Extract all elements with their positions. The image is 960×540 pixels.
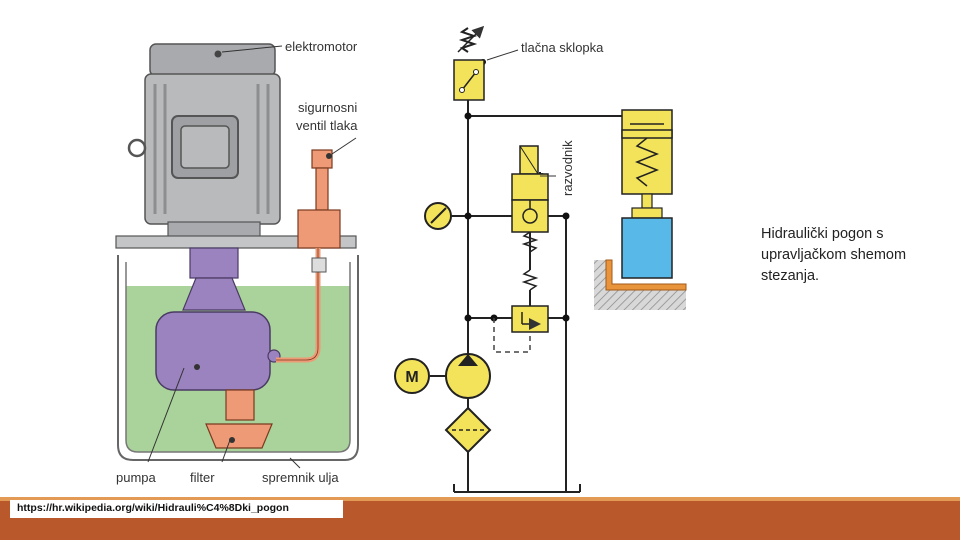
- relief-valve-symbol: [511, 269, 549, 333]
- footer-accent-line: [0, 497, 960, 501]
- pressure-switch: [453, 25, 519, 101]
- caption-line-1: Hidraulički pogon s: [761, 226, 884, 242]
- pressure-relief-valve: [276, 137, 357, 363]
- caption-line-2: upravljačkom shemom: [761, 247, 907, 263]
- filter: [205, 389, 273, 449]
- motor-m-glyph: M: [405, 369, 418, 386]
- label-pumpa: pumpa: [116, 470, 157, 485]
- label-ventil-tlaka: ventil tlaka: [296, 118, 358, 133]
- label-elektromotor: elektromotor: [285, 39, 358, 54]
- label-spremnik-ulja: spremnik ulja: [262, 470, 339, 485]
- clamping-cylinder: [621, 109, 673, 279]
- label-sigurnosni: sigurnosni: [298, 100, 357, 115]
- source-link[interactable]: https://hr.wikipedia.org/wiki/Hidrauli%C…: [17, 502, 289, 514]
- workpiece-base: [594, 259, 687, 310]
- pressure-gauge: [424, 202, 452, 230]
- caption: Hidraulički pogon s upravljačkom shemom …: [761, 224, 951, 287]
- electric-motor: [115, 43, 357, 249]
- motor-symbol: M: [394, 358, 430, 394]
- source-box: [10, 500, 343, 518]
- label-tlacna-sklopka: tlačna sklopka: [521, 40, 604, 55]
- caption-line-3: stezanja.: [761, 268, 820, 284]
- filter-symbol: [444, 406, 492, 454]
- directional-valve: [511, 145, 556, 253]
- label-razvodnik: razvodnik: [560, 140, 575, 196]
- pump: [155, 247, 281, 391]
- pump-symbol: [445, 353, 491, 399]
- label-filter: filter: [190, 470, 215, 485]
- leader-lines: [147, 367, 301, 469]
